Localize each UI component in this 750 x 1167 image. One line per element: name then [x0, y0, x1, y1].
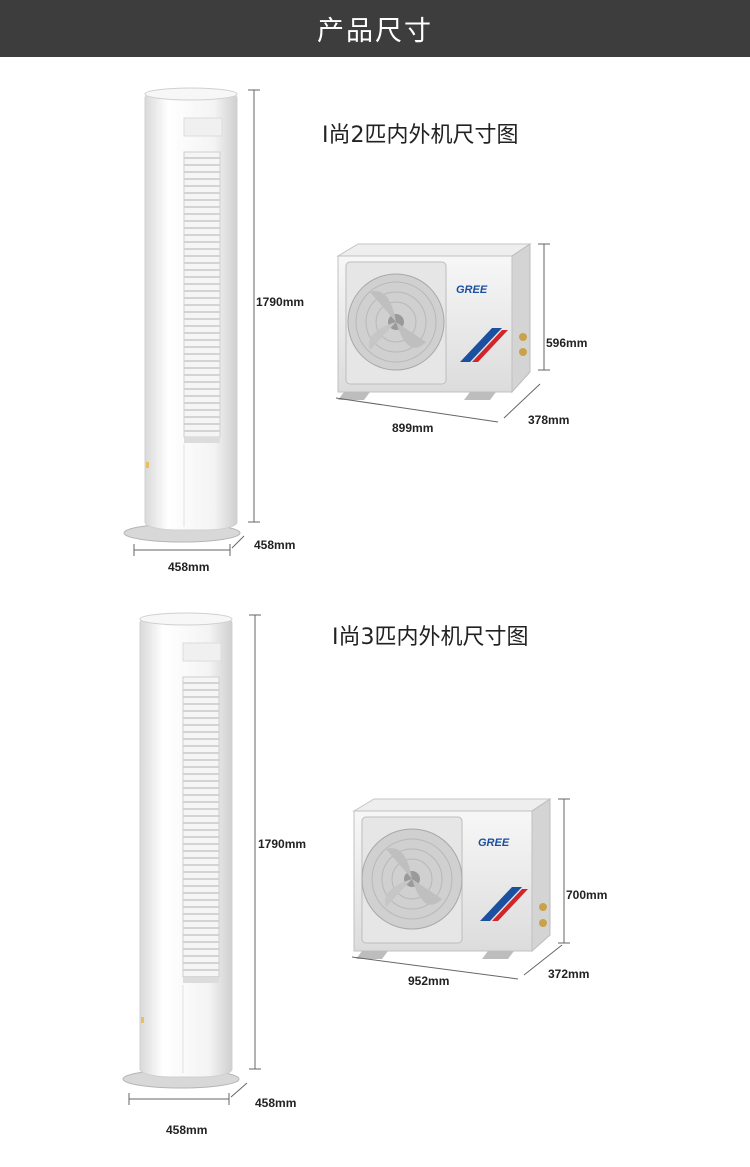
section-3hp: I尚3匹内外机尺寸图 179 — [0, 597, 750, 1167]
outdoor-width-label: 952mm — [408, 974, 450, 988]
indoor-dimension-lines — [133, 89, 260, 556]
section-title: I尚2匹内外机尺寸图 — [322, 123, 519, 148]
brand-logo: GREE — [478, 837, 510, 849]
indoor-height-label: 1790mm — [256, 295, 305, 309]
indoor-height-label: 1790mm — [258, 837, 307, 851]
outdoor-depth-label: 378mm — [528, 413, 570, 427]
outdoor-height-label: 596mm — [546, 336, 588, 350]
page-header: 产品尺寸 — [0, 0, 750, 57]
section-title: I尚3匹内外机尺寸图 — [332, 625, 529, 650]
outdoor-width-label: 899mm — [392, 421, 434, 435]
indoor-unit-image — [123, 87, 241, 543]
outdoor-dimension-lines — [335, 243, 550, 423]
outdoor-depth-label: 372mm — [548, 967, 590, 981]
indoor-depth-label: 458mm — [254, 538, 296, 552]
section-2hp: I尚2匹内外机尺寸图 — [0, 57, 750, 597]
indoor-width-label: 458mm — [166, 1123, 208, 1137]
outdoor-unit-image — [336, 243, 532, 400]
indoor-unit-image — [122, 612, 240, 1089]
brand-logo: GREE — [456, 284, 488, 296]
indoor-dimension-lines — [128, 614, 261, 1105]
indoor-width-label: 458mm — [168, 560, 210, 574]
outdoor-dimension-lines — [351, 798, 570, 980]
indoor-depth-label: 458mm — [255, 1096, 297, 1110]
page-title: 产品尺寸 — [317, 16, 433, 47]
outdoor-unit-image — [352, 798, 552, 959]
outdoor-height-label: 700mm — [566, 888, 608, 902]
